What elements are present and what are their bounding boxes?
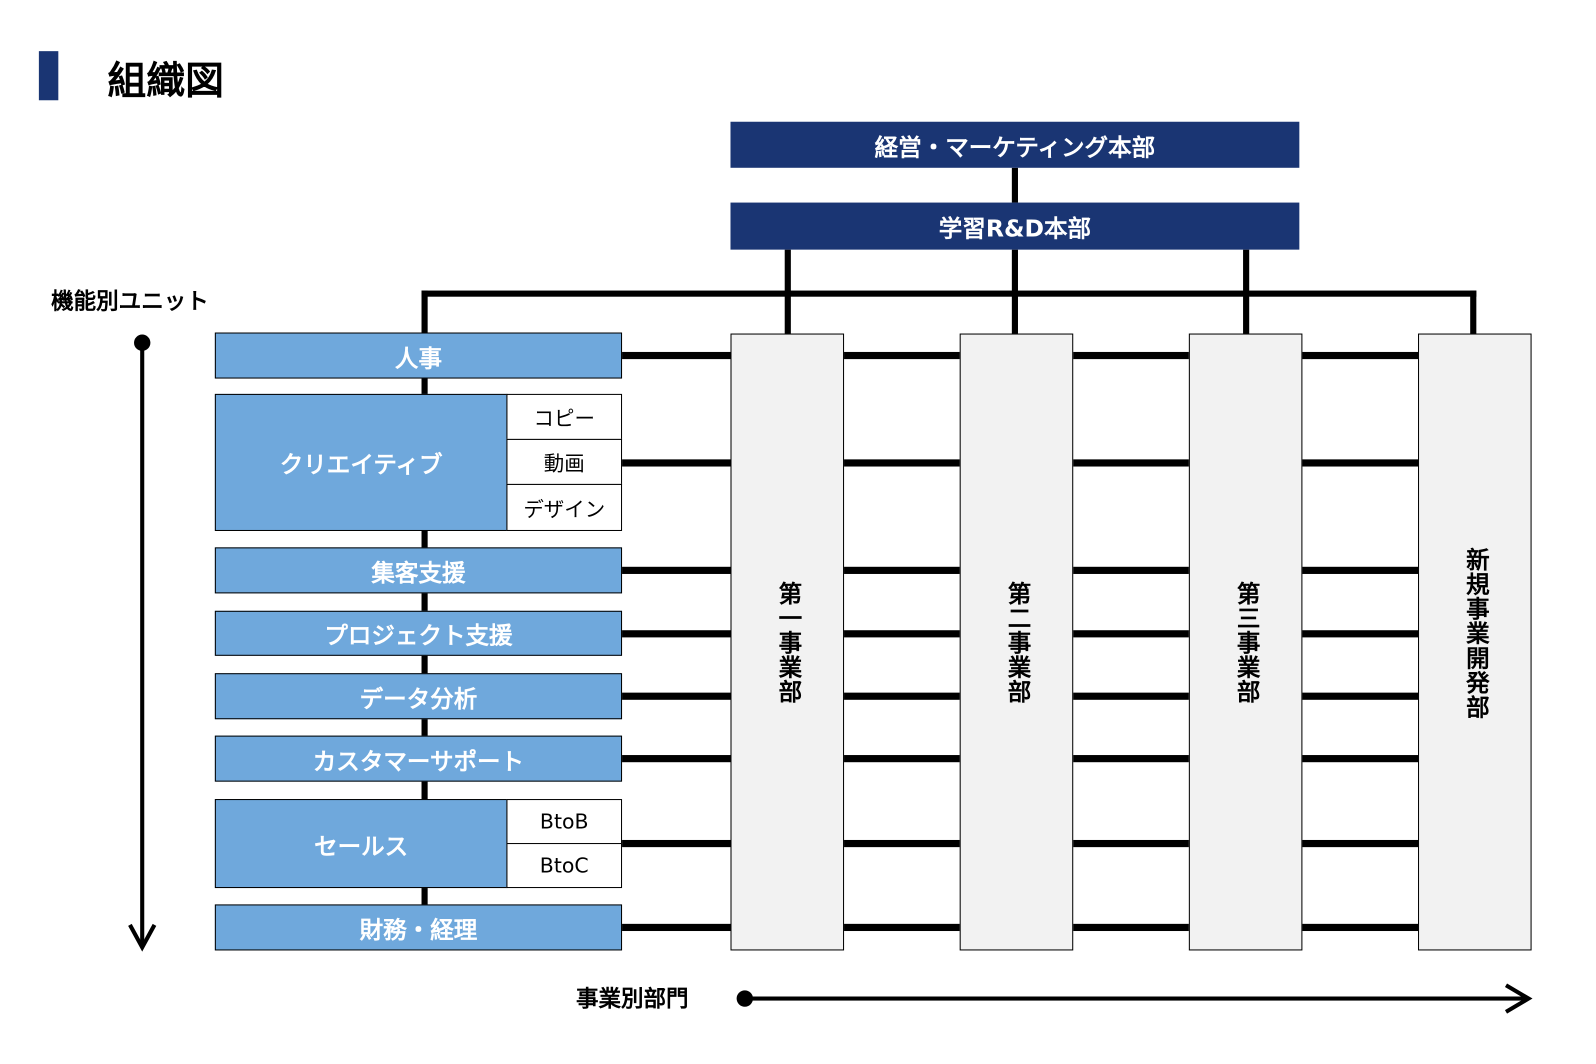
division-1: 第一事業部 [730,333,845,951]
unit-project-support: プロジェクト支援 [214,610,623,656]
sub-unit-video: 動画 [506,438,623,485]
division-label: 新規事業開発部 [1461,547,1489,720]
unit-creative: クリエイティブ [214,393,508,531]
page-title: 組織図 [107,58,225,104]
connector [421,290,1477,297]
unit-sales: セールス [214,799,508,889]
sub-unit-design: デザイン [506,483,623,531]
connector [1470,290,1477,334]
arrow-right-icon [1504,983,1533,1014]
connector [1011,167,1018,203]
title-accent-bar [38,51,59,101]
division-label: 第三事業部 [1232,580,1259,704]
rd-box: 学習R&D本部 [730,202,1300,250]
division-2: 第二事業部 [959,333,1074,951]
sub-unit-copy: コピー [506,393,623,440]
functional-axis-label: 機能別ユニット [51,289,209,316]
unit-hr: 人事 [214,332,623,379]
sub-unit-btoc: BtoC [506,843,623,889]
management-box: 経営・マーケティング本部 [730,121,1300,168]
arrow-down-icon [128,923,157,952]
unit-data-analysis: データ分析 [214,673,623,720]
unit-acquisition: 集客支援 [214,547,623,594]
division-label: 第一事業部 [773,580,801,704]
unit-customer-support: カスタマーサポート [214,735,623,782]
division-new-business: 新規事業開発部 [1418,333,1532,951]
unit-finance: 財務・経理 [214,904,623,951]
axis-start-dot [134,334,151,351]
division-label: 第二事業部 [1003,580,1030,704]
horizontal-axis-line [744,996,1529,1001]
sub-unit-btob: BtoB [506,799,623,845]
vertical-axis-line [140,342,145,945]
business-axis-label: 事業別部門 [576,987,689,1013]
division-3: 第三事業部 [1188,333,1303,951]
axis-start-dot [736,990,754,1007]
